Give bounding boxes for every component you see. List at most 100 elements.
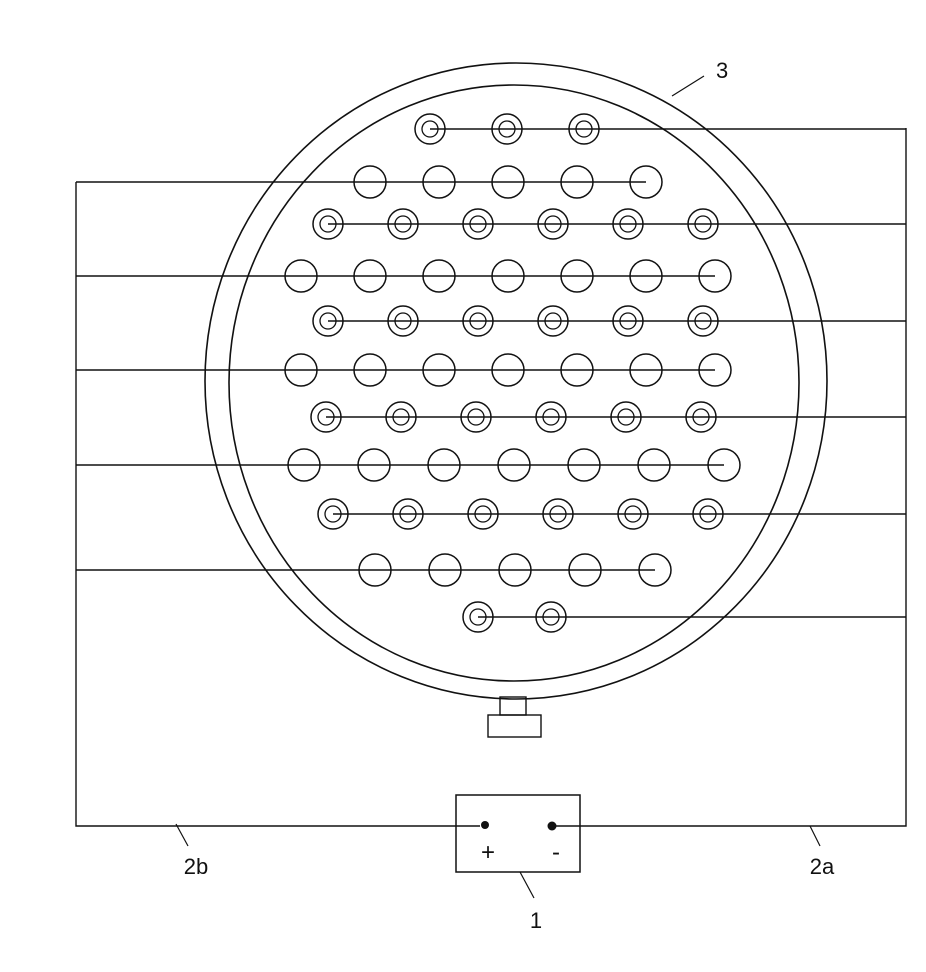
electrode-negative [612, 208, 644, 240]
electrode-positive [284, 353, 318, 387]
electrode-negative-core [498, 120, 516, 138]
electrode-negative [612, 305, 644, 337]
electrode-positive [638, 553, 672, 587]
electrode-negative-core [619, 312, 637, 330]
electrode-negative-core [544, 312, 562, 330]
electrode-negative [491, 113, 523, 145]
electrode-negative-core [474, 505, 492, 523]
power-supply-box [455, 794, 581, 873]
electrode-negative-core [617, 408, 635, 426]
electrode-positive [422, 165, 456, 199]
vessel [204, 62, 828, 738]
bus-wires [75, 128, 907, 827]
minus-sign-label: - [552, 839, 560, 866]
electrode-negative-core [319, 215, 337, 233]
electrode-positive [497, 448, 531, 482]
electrode-negative-core [469, 215, 487, 233]
electrode-negative [460, 401, 492, 433]
leader-wire-positive [175, 823, 189, 847]
electrode-positive [353, 353, 387, 387]
electrode-positive [422, 259, 456, 293]
electrode-negative-core [549, 505, 567, 523]
electrode-positive [498, 553, 532, 587]
label-wire-negative: 2a [810, 854, 835, 879]
plus-sign-label: + [481, 839, 495, 866]
electrode-negative-core [619, 215, 637, 233]
electrode-negative [617, 498, 649, 530]
electrode-positive [637, 448, 671, 482]
electrode-negative-core [469, 312, 487, 330]
electrode-positive [287, 448, 321, 482]
electrode-negative-core [469, 608, 487, 626]
leader-power-supply [519, 871, 535, 899]
electrode-negative-core [544, 215, 562, 233]
electrode-negative [687, 208, 719, 240]
electrode-negative-core [317, 408, 335, 426]
electrode-positive [491, 165, 525, 199]
electrode-negative [542, 498, 574, 530]
electrode-positive [284, 259, 318, 293]
electrode-negative [392, 498, 424, 530]
electrode-positive [567, 448, 601, 482]
electrode-positive [491, 353, 525, 387]
electrode-negative [610, 401, 642, 433]
electrode-positive [698, 259, 732, 293]
electrode-array [76, 113, 906, 633]
electrode-negative [462, 601, 494, 633]
electrode-negative [385, 401, 417, 433]
electrode-negative [462, 305, 494, 337]
electrode-positive [560, 353, 594, 387]
electrode-negative [462, 208, 494, 240]
vessel-outer-wall [204, 62, 828, 700]
electrode-positive [357, 448, 391, 482]
electrode-negative-core [542, 408, 560, 426]
electrode-positive [568, 553, 602, 587]
electrode-positive [422, 353, 456, 387]
electrode-negative [387, 305, 419, 337]
leader-wire-negative [809, 825, 821, 847]
electrode-negative-core [394, 215, 412, 233]
electrode-negative [312, 208, 344, 240]
electrode-negative-core [392, 408, 410, 426]
electrode-negative [312, 305, 344, 337]
electrode-negative [687, 305, 719, 337]
electrode-positive [698, 353, 732, 387]
electrode-negative [467, 498, 499, 530]
electrode-negative [535, 401, 567, 433]
electrode-negative-core [399, 505, 417, 523]
electrode-positive [353, 259, 387, 293]
label-vessel: 3 [716, 58, 728, 83]
electrode-negative [692, 498, 724, 530]
electrode-negative [685, 401, 717, 433]
electrode-negative [535, 601, 567, 633]
electrode-negative-core [694, 215, 712, 233]
electrode-negative-core [421, 120, 439, 138]
electrode-positive [358, 553, 392, 587]
electrode-negative-core [692, 408, 710, 426]
electrode-negative-core [542, 608, 560, 626]
label-wire-positive: 2b [184, 854, 208, 879]
electrode-positive [560, 259, 594, 293]
electrode-negative [414, 113, 446, 145]
electrode-positive [629, 259, 663, 293]
electrode-negative-core [319, 312, 337, 330]
leader-vessel [671, 75, 705, 97]
vessel-inner-wall [228, 84, 800, 682]
electrode-negative-core [394, 312, 412, 330]
power-supply: + - [455, 794, 581, 873]
electrode-positive [353, 165, 387, 199]
wire-negative-bus [552, 128, 907, 827]
electrode-positive [560, 165, 594, 199]
electrode-negative-core [699, 505, 717, 523]
electrode-positive [491, 259, 525, 293]
wire-positive-bus [75, 182, 480, 827]
negative-terminal [547, 821, 557, 831]
electrode-negative [387, 208, 419, 240]
electrode-negative-core [324, 505, 342, 523]
electrode-negative-core [575, 120, 593, 138]
electrode-negative-core [467, 408, 485, 426]
electrode-negative [568, 113, 600, 145]
electrode-positive [707, 448, 741, 482]
electrode-positive [428, 553, 462, 587]
